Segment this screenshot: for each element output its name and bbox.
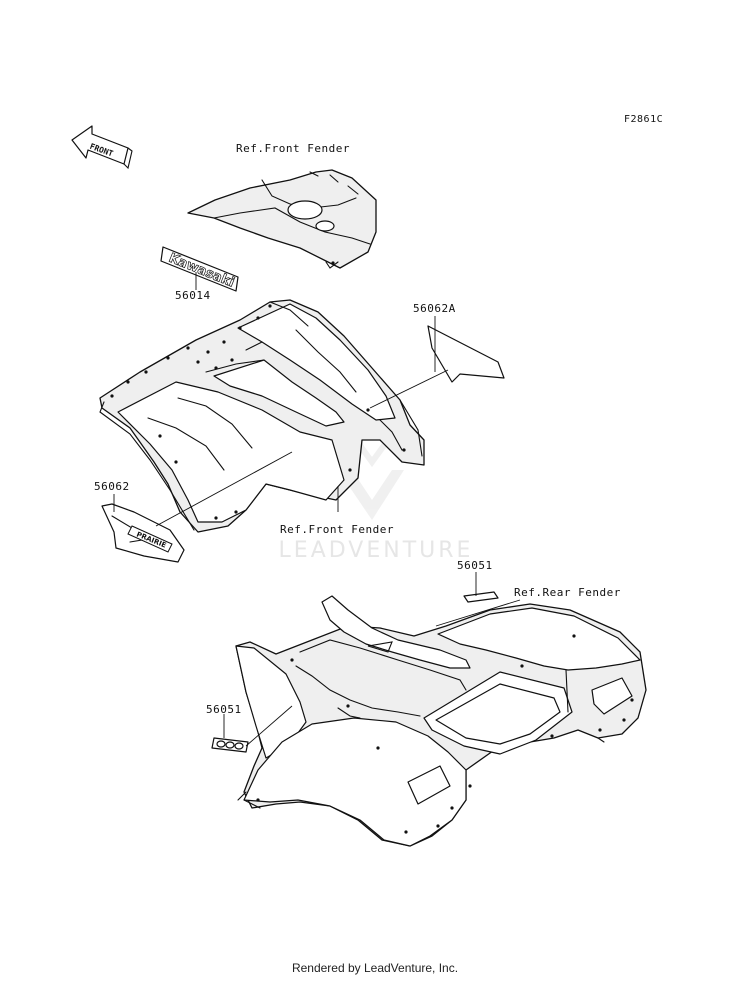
label-ref-rear-fender: Ref.Rear Fender	[514, 586, 621, 599]
label-ref-front-fender-top: Ref.Front Fender	[236, 142, 350, 155]
front-arrow-icon: FRONT	[71, 125, 133, 170]
label-part-56062: 56062	[94, 480, 130, 493]
decal-56051-top	[463, 591, 499, 603]
diagram-code: F2861C	[624, 114, 664, 125]
decal-56051-left	[211, 737, 249, 753]
watermark: LEADVENTURE	[278, 538, 474, 563]
label-part-56051-top: 56051	[457, 559, 493, 572]
label-part-56051-left: 56051	[206, 703, 242, 716]
label-part-56014: 56014	[175, 289, 211, 302]
rear-fender	[235, 595, 647, 847]
front-fender-main	[99, 299, 425, 533]
decal-56014-kawasaki: Kawasaki	[160, 246, 239, 292]
front-fender-top	[187, 169, 377, 269]
kawasaki-decal-text: Kawasaki	[167, 251, 237, 291]
decal-56062-prairie: PRAIRIE	[101, 503, 185, 563]
label-part-56062A: 56062A	[413, 302, 456, 315]
footer-credit: Rendered by LeadVenture, Inc.	[291, 961, 459, 975]
label-ref-front-fender-bottom: Ref.Front Fender	[280, 523, 394, 536]
decal-56062A	[427, 325, 505, 383]
